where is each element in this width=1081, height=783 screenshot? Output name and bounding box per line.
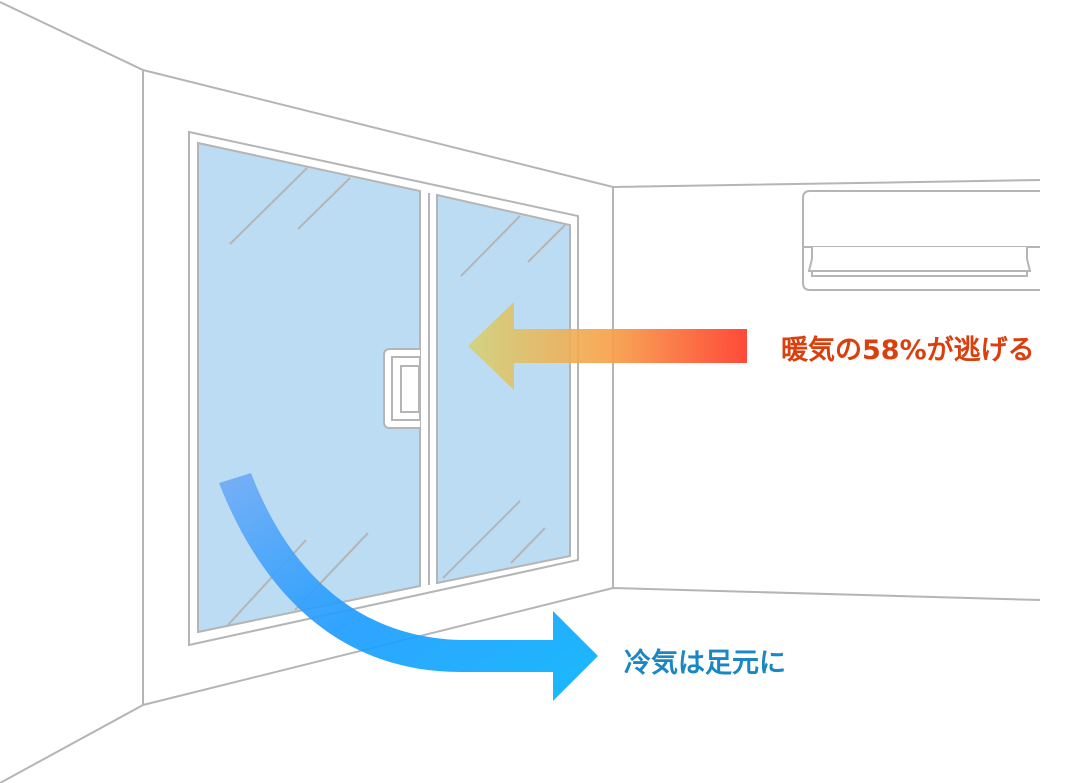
air-conditioner — [802, 190, 1040, 291]
ac-louver-bottom — [811, 270, 1028, 277]
ceiling-left-line — [0, 1, 1041, 189]
window-handle — [383, 348, 421, 429]
window-right-pane — [436, 193, 571, 585]
warm-air-arrow — [468, 302, 747, 390]
glass-reflections — [226, 167, 566, 627]
floor-line — [0, 586, 1041, 783]
cold-air-arrow — [219, 473, 598, 701]
cold-air-label: 冷気は足元に — [624, 648, 786, 679]
ac-louver — [807, 247, 1032, 272]
window — [188, 130, 579, 647]
warm-air-label: 暖気の58%が逃げる — [781, 335, 1035, 366]
